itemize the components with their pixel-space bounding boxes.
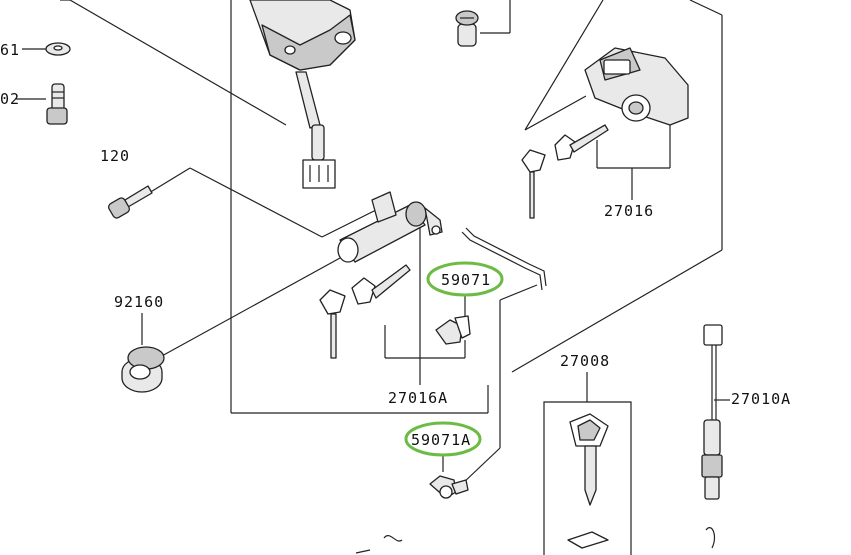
ignition-switch-icon (249, 0, 356, 189)
key-blank-icon (567, 413, 609, 549)
lock-cylinder-icon (337, 191, 547, 291)
key-icon (319, 264, 411, 359)
part-label-27008: 27008 (560, 352, 610, 370)
part-label-59071: 59071 (441, 271, 491, 289)
screw-icon (108, 185, 153, 219)
clip-icon (435, 315, 471, 345)
part-label-61: 61 (0, 41, 20, 59)
part-label-27016: 27016 (604, 202, 654, 220)
wire-harness-icon (355, 527, 716, 554)
part-label-27016A: 27016A (388, 389, 448, 407)
plug-icon (455, 10, 479, 47)
part-label-120: 120 (100, 147, 130, 165)
washer-icon (45, 42, 71, 56)
sensor-lead-icon (701, 324, 723, 500)
part-label-92160: 92160 (114, 293, 164, 311)
part-label-02: 02 (0, 90, 20, 108)
part-label-27010A: 27010A (731, 390, 791, 408)
part-label-59071A: 59071A (411, 431, 471, 449)
lock-cylinder-icon (584, 47, 689, 126)
highlight-ring-59071A (404, 421, 482, 457)
highlight-ring-59071 (426, 261, 504, 297)
key-icon (521, 124, 609, 219)
bushing-icon (121, 346, 165, 393)
clip-icon (429, 475, 469, 499)
bolt-icon (46, 83, 68, 125)
